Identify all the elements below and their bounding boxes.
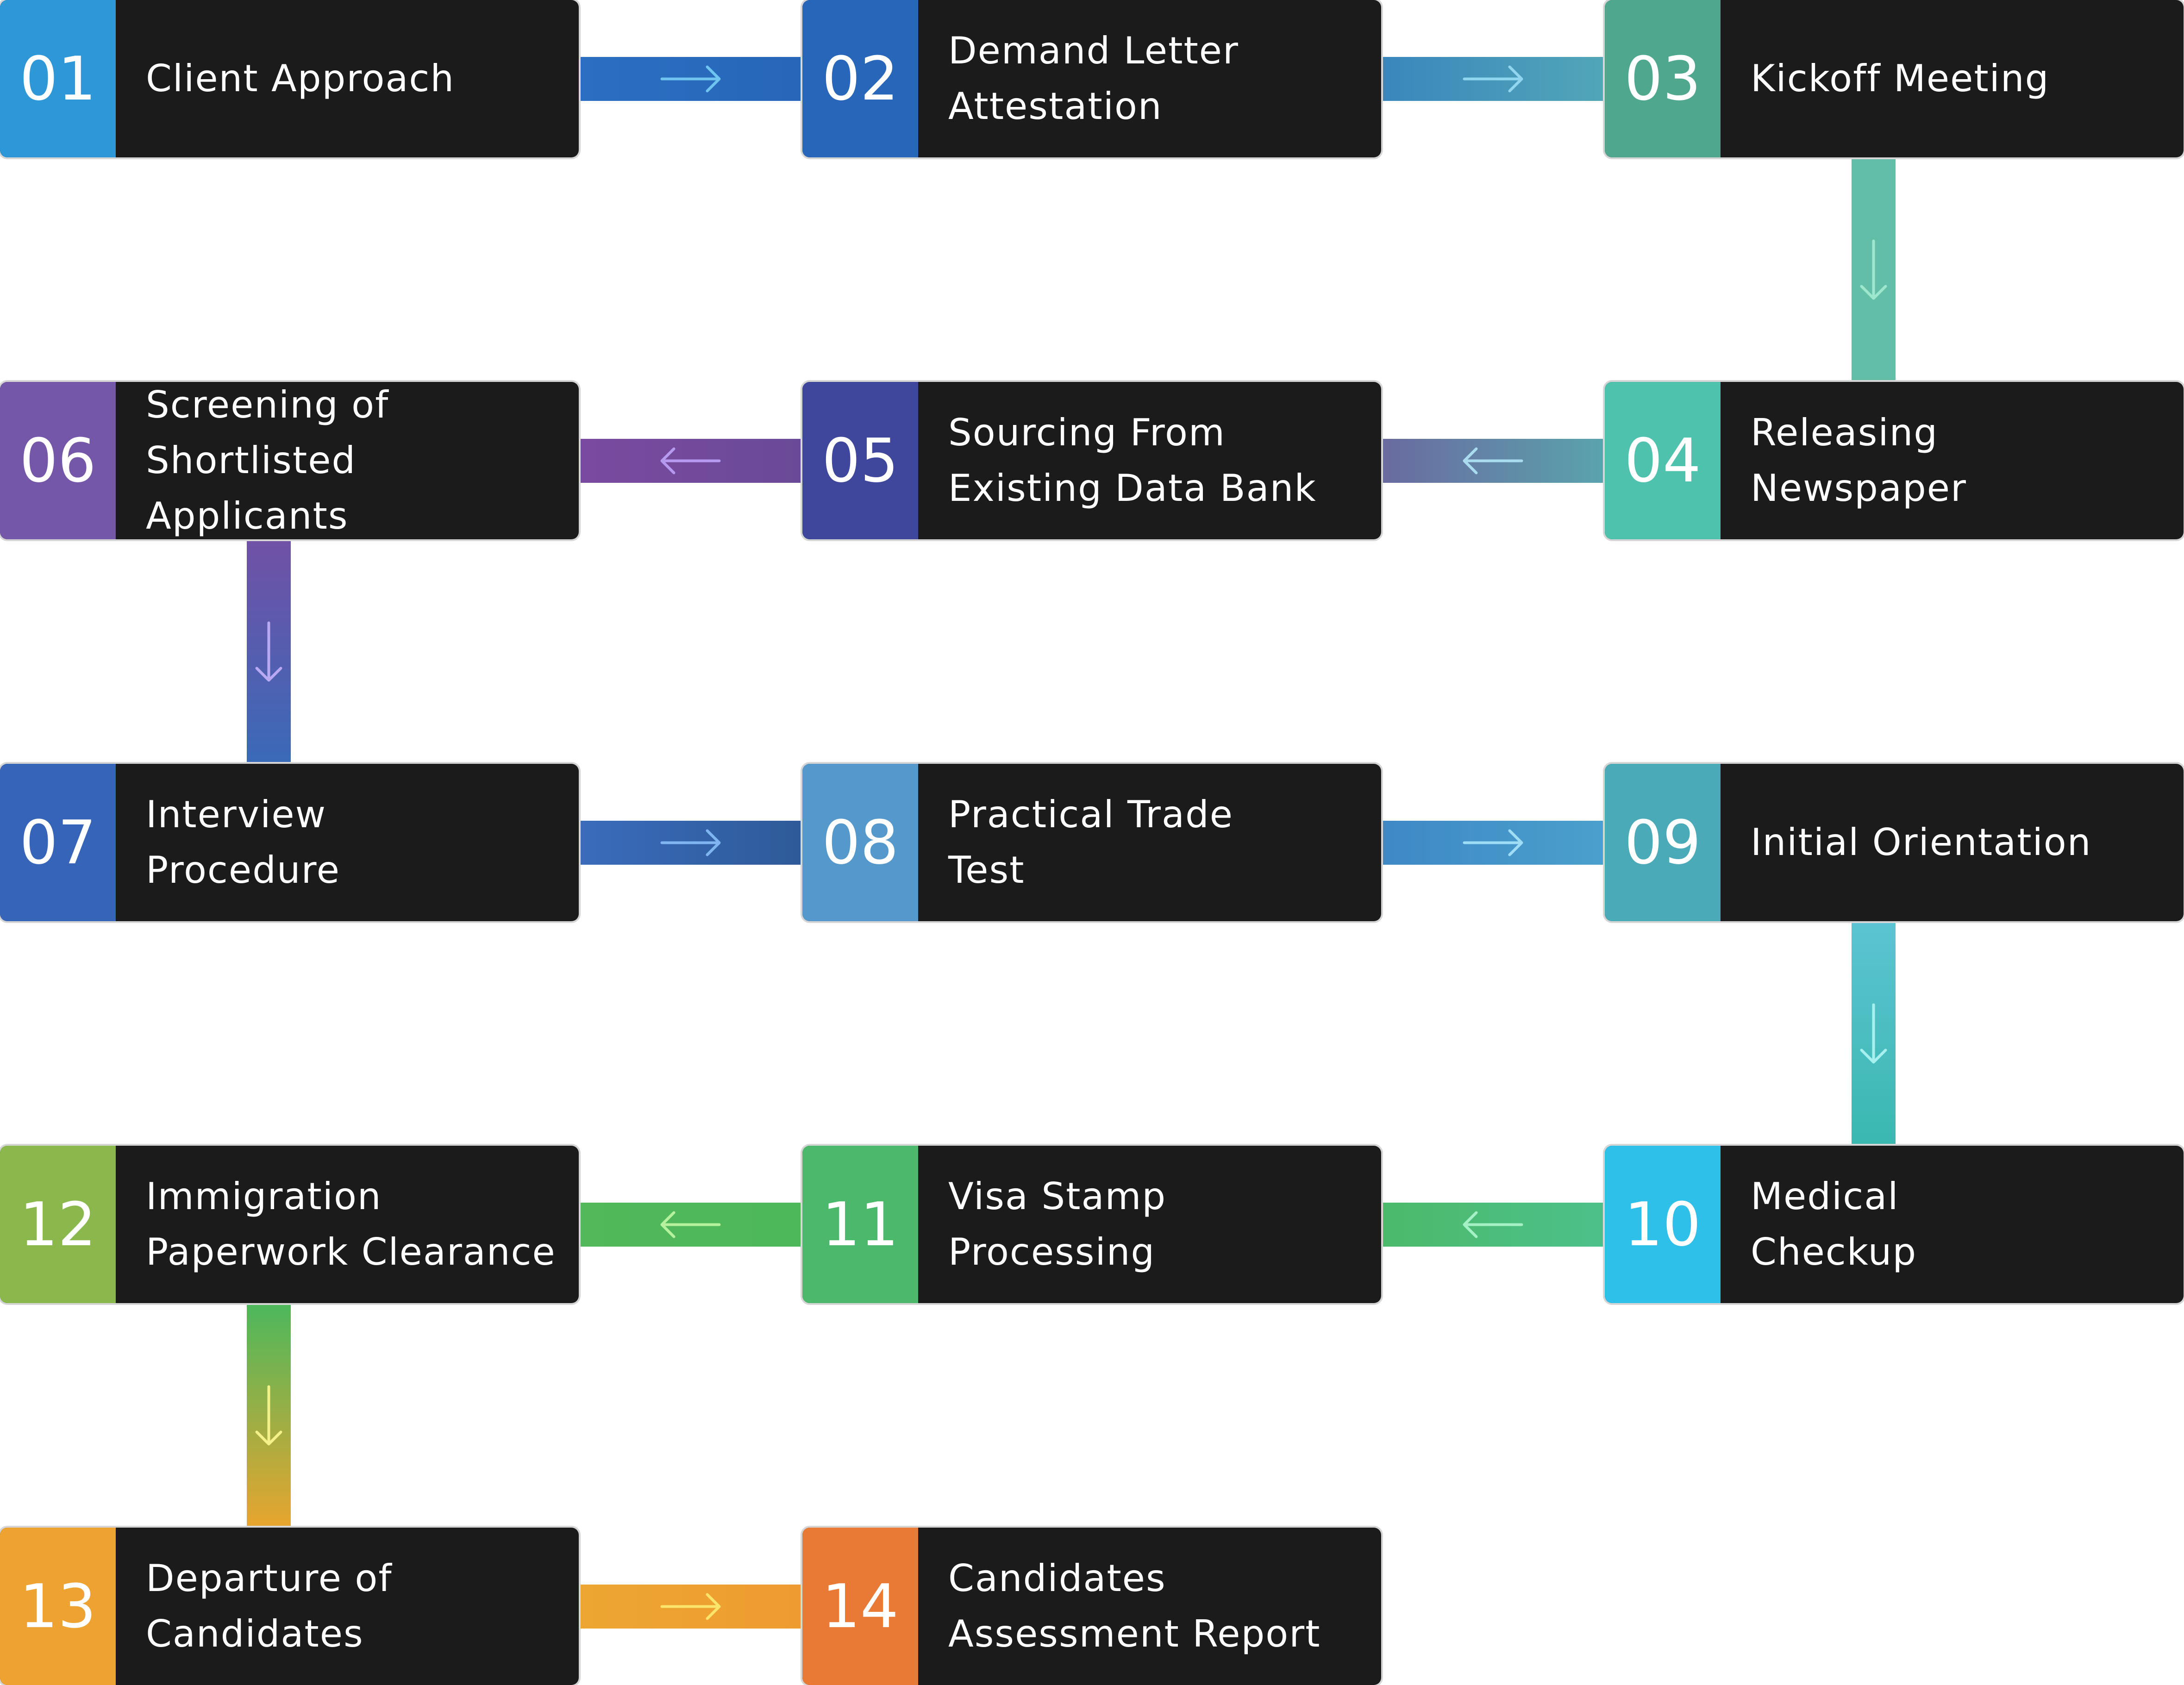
arrow-down-icon	[1860, 1003, 1887, 1064]
step-14: 14 Candidates Assessment Report	[802, 1528, 1381, 1685]
step-label: Releasing Newspaper	[1751, 411, 1967, 510]
step-number: 12	[0, 1146, 116, 1303]
connector-right-arrow	[579, 56, 802, 101]
step-01: 01 Client Approach	[0, 0, 579, 157]
connector-left-arrow	[1381, 1202, 1605, 1247]
connector-graphic	[579, 56, 802, 101]
step-number: 04	[1605, 382, 1721, 539]
step-label: Departure of Candidates	[146, 1557, 393, 1655]
connector-graphic	[579, 1584, 802, 1629]
arrow-down-icon	[1860, 239, 1887, 300]
connector-graphic	[1381, 1202, 1605, 1247]
arrow-left-icon	[1463, 447, 1523, 474]
step-number: 09	[1605, 764, 1721, 921]
step-12: 12 Immigration Paperwork Clearance	[0, 1146, 579, 1303]
connector-down-arrow	[246, 1303, 291, 1528]
step-label: Sourcing From Existing Data Bank	[948, 411, 1317, 510]
step-05: 05 Sourcing From Existing Data Bank	[802, 382, 1381, 539]
step-label: Initial Orientation	[1751, 821, 2092, 864]
connector-graphic	[1851, 921, 1896, 1146]
step-08: 08 Practical Trade Test	[802, 764, 1381, 921]
step-number: 02	[802, 0, 918, 157]
step-number: 07	[0, 764, 116, 921]
arrow-left-icon	[660, 1211, 721, 1238]
arrow-right-icon	[1463, 65, 1523, 92]
step-number: 13	[0, 1528, 116, 1685]
step-label: Practical Trade Test	[948, 793, 1234, 892]
step-number: 11	[802, 1146, 918, 1303]
connector-graphic	[1851, 157, 1896, 382]
connector-graphic	[1381, 820, 1605, 865]
connector-left-arrow	[1381, 438, 1605, 483]
step-label: Medical Checkup	[1751, 1175, 1917, 1273]
arrow-down-icon	[255, 621, 282, 682]
step-02: 02 Demand Letter Attestation	[802, 0, 1381, 157]
step-number: 14	[802, 1528, 918, 1685]
connector-graphic	[579, 438, 802, 483]
connector-graphic	[246, 539, 291, 764]
arrow-right-icon	[660, 1593, 721, 1620]
arrow-right-icon	[660, 829, 721, 856]
connector-right-arrow	[579, 820, 802, 865]
step-13: 13 Departure of Candidates	[0, 1528, 579, 1685]
arrow-left-icon	[1463, 1211, 1523, 1238]
step-number: 05	[802, 382, 918, 539]
step-label: Visa Stamp Processing	[948, 1175, 1167, 1273]
connector-graphic	[579, 1202, 802, 1247]
step-number: 10	[1605, 1146, 1721, 1303]
connector-right-arrow	[1381, 56, 1605, 101]
connector-graphic	[1381, 56, 1605, 101]
connector-down-arrow	[1851, 921, 1896, 1146]
connector-left-arrow	[579, 1202, 802, 1247]
step-label: Immigration Paperwork Clearance	[146, 1175, 556, 1273]
step-label: Interview Procedure	[146, 793, 340, 892]
connector-right-arrow	[1381, 820, 1605, 865]
connector-down-arrow	[246, 539, 291, 764]
step-number: 01	[0, 0, 116, 157]
step-label: Kickoff Meeting	[1751, 57, 2050, 100]
arrow-down-icon	[255, 1385, 282, 1446]
step-04: 04 Releasing Newspaper	[1605, 382, 2184, 539]
step-11: 11 Visa Stamp Processing	[802, 1146, 1381, 1303]
step-03: 03 Kickoff Meeting	[1605, 0, 2184, 157]
arrow-right-icon	[1463, 829, 1523, 856]
step-label: Candidates Assessment Report	[948, 1557, 1321, 1655]
arrow-right-icon	[660, 65, 721, 92]
step-09: 09 Initial Orientation	[1605, 764, 2184, 921]
arrow-left-icon	[660, 447, 721, 474]
step-label: Demand Letter Attestation	[948, 29, 1239, 128]
step-label: Client Approach	[146, 57, 455, 100]
step-label: Screening of Shortlisted Applicants	[146, 383, 389, 537]
step-number: 03	[1605, 0, 1721, 157]
connector-graphic	[579, 820, 802, 865]
connector-graphic	[246, 1303, 291, 1528]
step-number: 08	[802, 764, 918, 921]
step-number: 06	[0, 382, 116, 539]
connector-down-arrow	[1851, 157, 1896, 382]
step-07: 07 Interview Procedure	[0, 764, 579, 921]
connector-graphic	[1381, 438, 1605, 483]
connector-left-arrow	[579, 438, 802, 483]
connector-right-arrow	[579, 1584, 802, 1629]
step-10: 10 Medical Checkup	[1605, 1146, 2184, 1303]
